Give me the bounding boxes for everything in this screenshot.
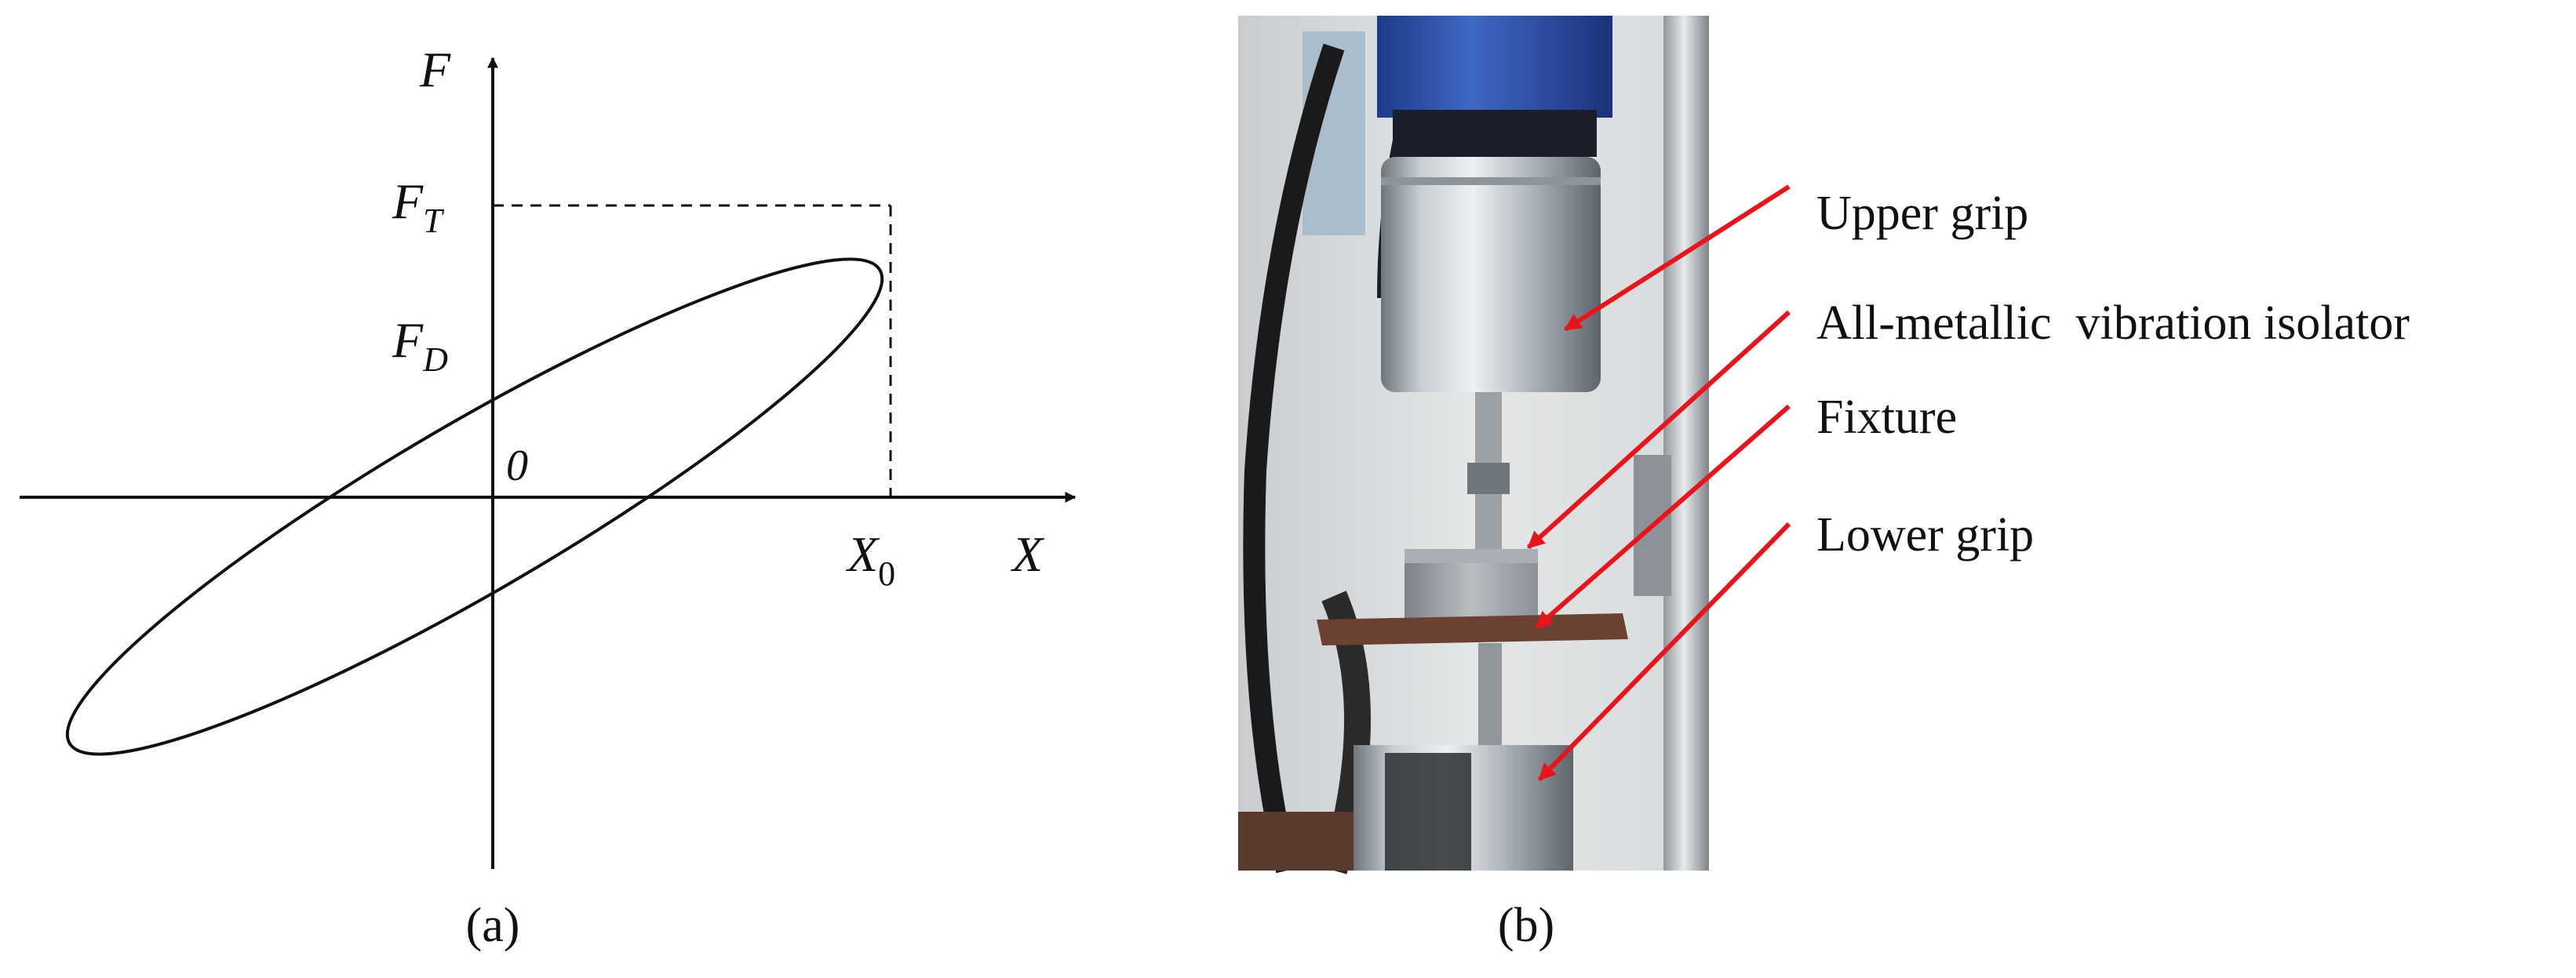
cable-left	[1243, 43, 1345, 874]
crosshead-base	[1393, 110, 1597, 157]
upper-grip-band	[1381, 177, 1601, 185]
x-axis-label: X	[1010, 526, 1045, 582]
upper-grip-label: Upper grip	[1816, 187, 2028, 240]
upper-grip-arrow	[1564, 184, 1791, 332]
fd-tick-label: FD	[392, 312, 448, 379]
blue-crosshead	[1377, 16, 1612, 118]
isolator-top	[1405, 549, 1538, 563]
isolator-arrow	[1526, 310, 1791, 550]
lower-grip-slot	[1385, 753, 1471, 871]
machine-column	[1663, 16, 1709, 871]
panel-a-hysteresis-diagram: F X FT FD 0 X0 (a)	[20, 42, 1077, 952]
fixture-arrow	[1535, 404, 1791, 630]
lower-grip-arrow	[1537, 522, 1791, 782]
origin-label: 0	[506, 442, 528, 490]
panel-b-test-rig: Upper grip All-metallic vibration isolat…	[1238, 16, 2410, 952]
ft-tick-label: FT	[392, 173, 445, 240]
table-surface	[1238, 812, 1354, 871]
isolator-label: All-metallic vibration isolator	[1816, 296, 2410, 350]
upper-grip-cylinder	[1381, 157, 1601, 392]
lower-rod	[1478, 643, 1502, 745]
x0-tick-label: X0	[845, 526, 895, 593]
y-axis-label: F	[419, 42, 451, 97]
lower-grip-label: Lower grip	[1816, 508, 2034, 562]
panel-b-caption: (b)	[1498, 899, 1554, 952]
panel-a-caption: (a)	[466, 899, 520, 952]
fixture-label: Fixture	[1816, 391, 1957, 444]
upper-rod-nut	[1467, 463, 1510, 494]
hysteresis-loop-ellipse	[65, 257, 884, 756]
